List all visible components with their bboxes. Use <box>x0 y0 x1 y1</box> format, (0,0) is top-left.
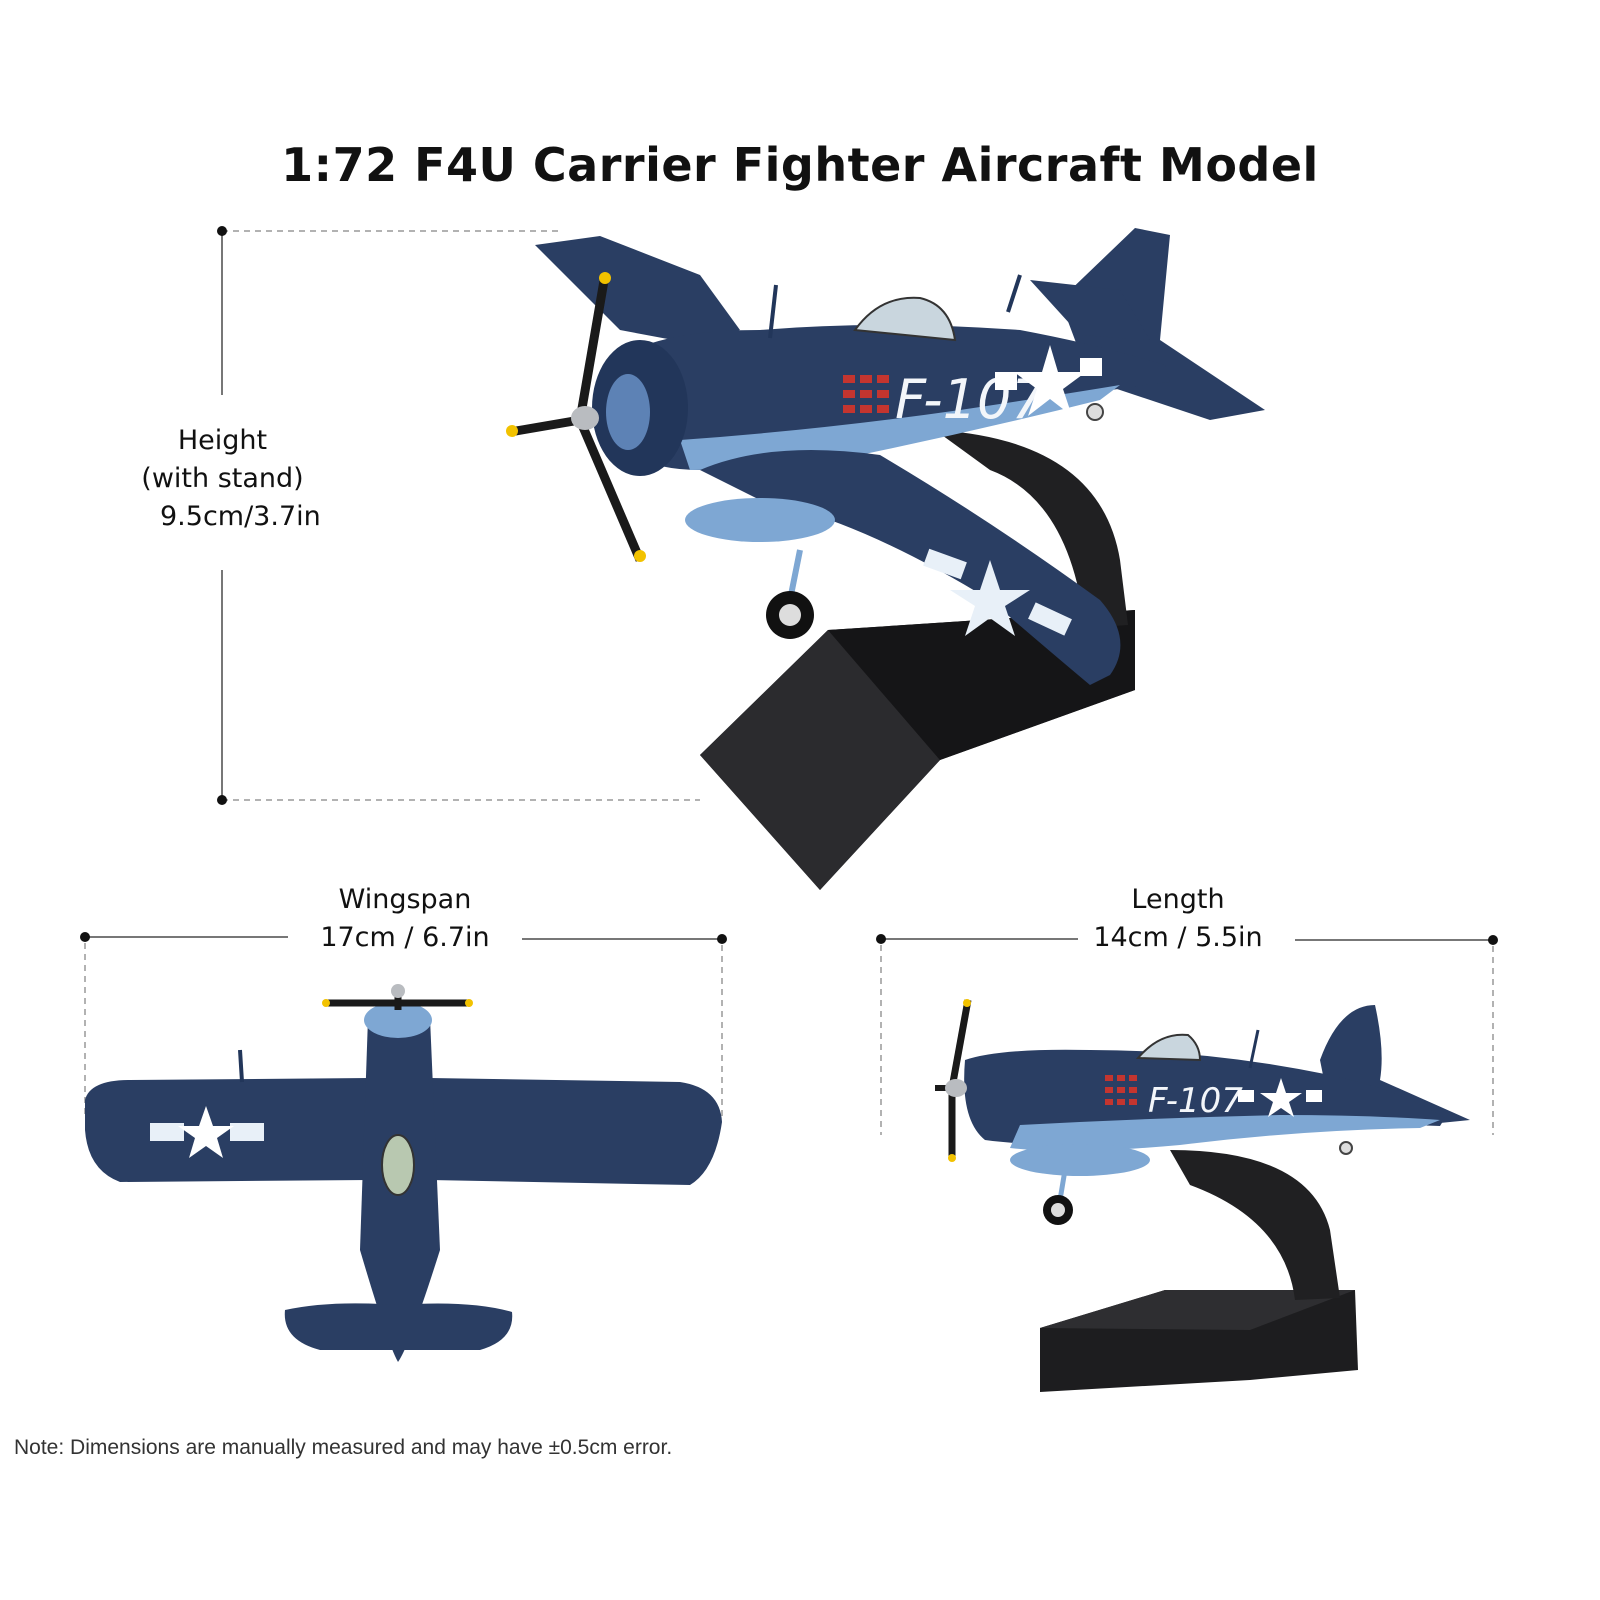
length-label-title: Length <box>1131 884 1225 915</box>
wingspan-label: Wingspan 17cm / 6.7in <box>305 881 505 957</box>
wingspan-label-title: Wingspan <box>338 884 472 915</box>
height-label-subtitle: (with stand) <box>141 463 304 494</box>
wingspan-value: 17cm / 6.7in <box>320 922 490 953</box>
height-value: 9.5cm/3.7in <box>160 501 321 532</box>
length-label: Length 14cm / 5.5in <box>1078 881 1278 957</box>
page-title: 1:72 F4U Carrier Fighter Aircraft Model <box>281 138 1319 192</box>
height-label-title: Height <box>177 425 268 456</box>
svg-text:F-107: F-107 <box>1148 1081 1243 1121</box>
measurement-note: Note: Dimensions are manually measured a… <box>14 1436 673 1459</box>
svg-text:F-107: F-107 <box>895 368 1046 431</box>
length-value: 14cm / 5.5in <box>1093 922 1263 953</box>
height-label: Height (with stand) 9.5cm/3.7in <box>140 422 321 536</box>
